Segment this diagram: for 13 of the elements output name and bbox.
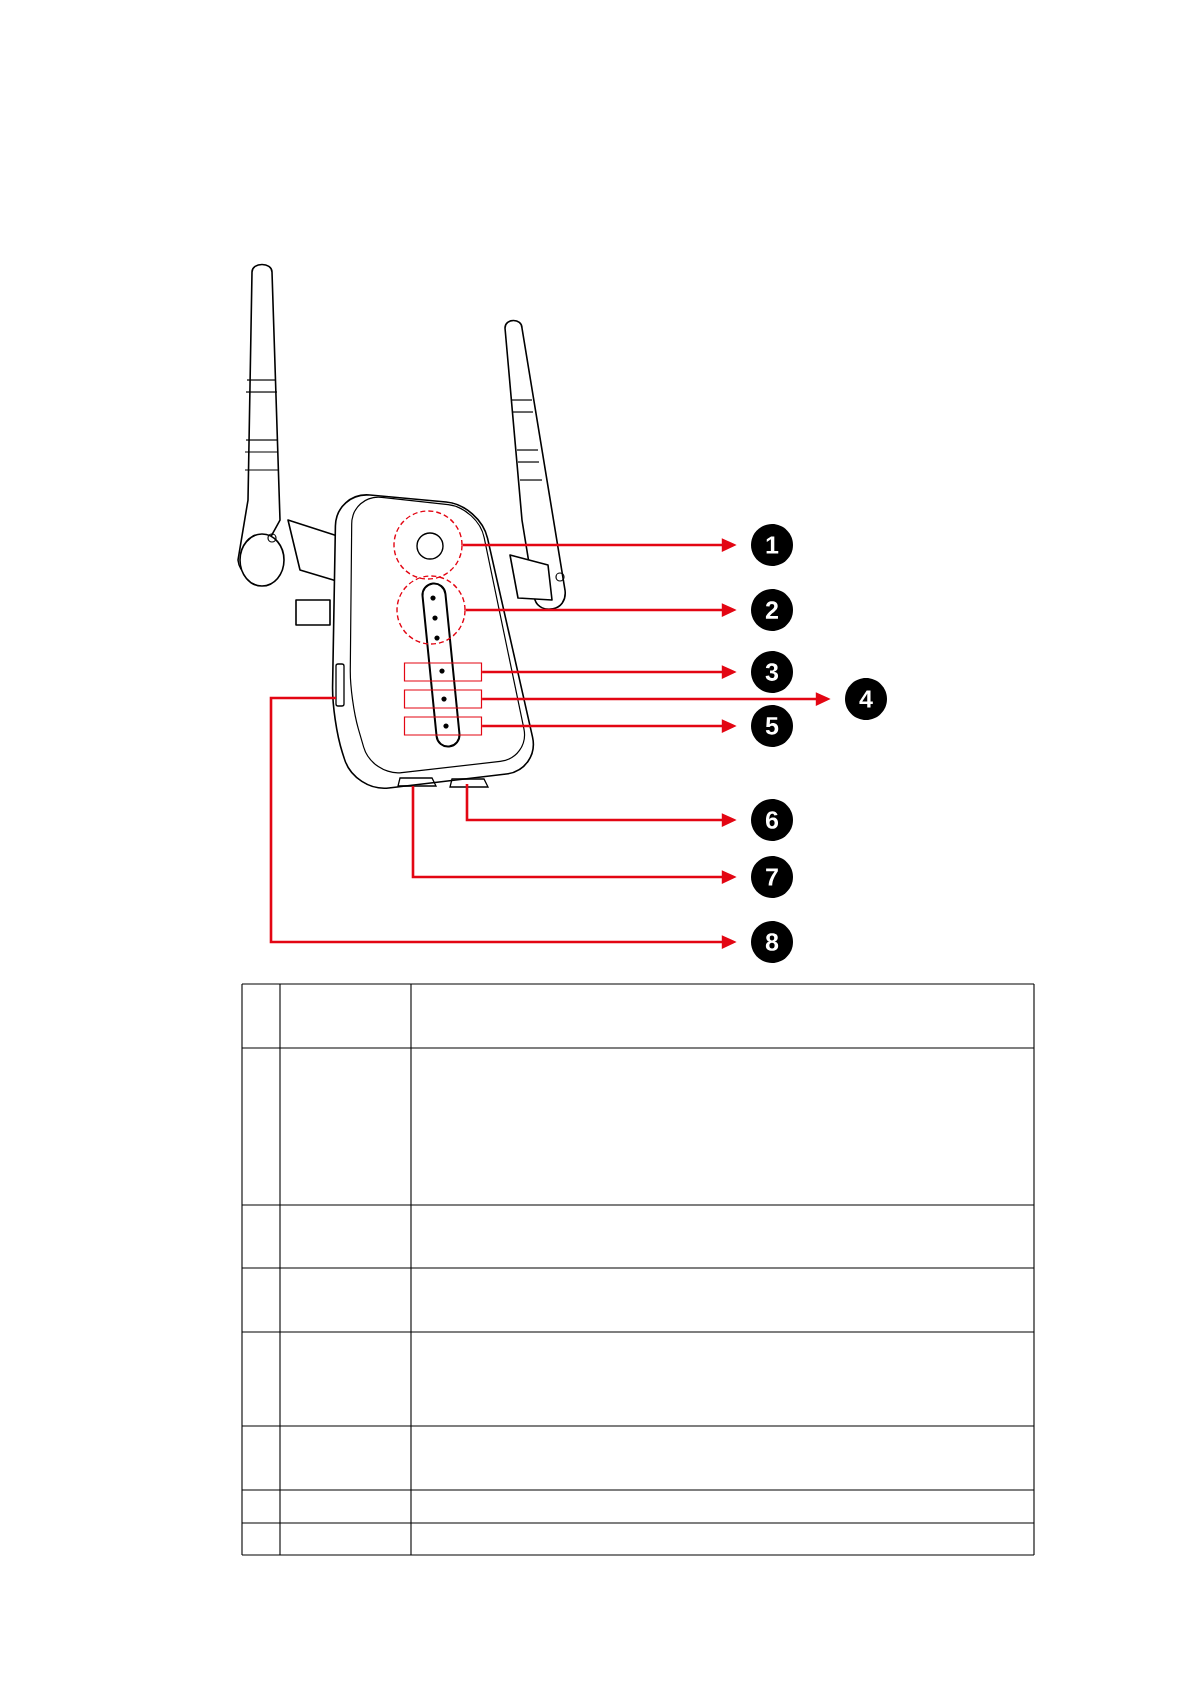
highlight-box [403,689,483,709]
callout-number: 2 [751,589,793,631]
dashed-circle [393,510,463,580]
highlight-box [403,662,483,682]
callout-number: 5 [751,705,793,747]
callout-number: 1 [751,524,793,566]
callout-number: 7 [751,856,793,898]
highlight-box [403,716,483,736]
callout-number: 4 [845,678,887,720]
callout-number: 6 [751,799,793,841]
callout-number: 3 [751,651,793,693]
callout-number: 8 [751,921,793,963]
dashed-circle [396,575,466,645]
